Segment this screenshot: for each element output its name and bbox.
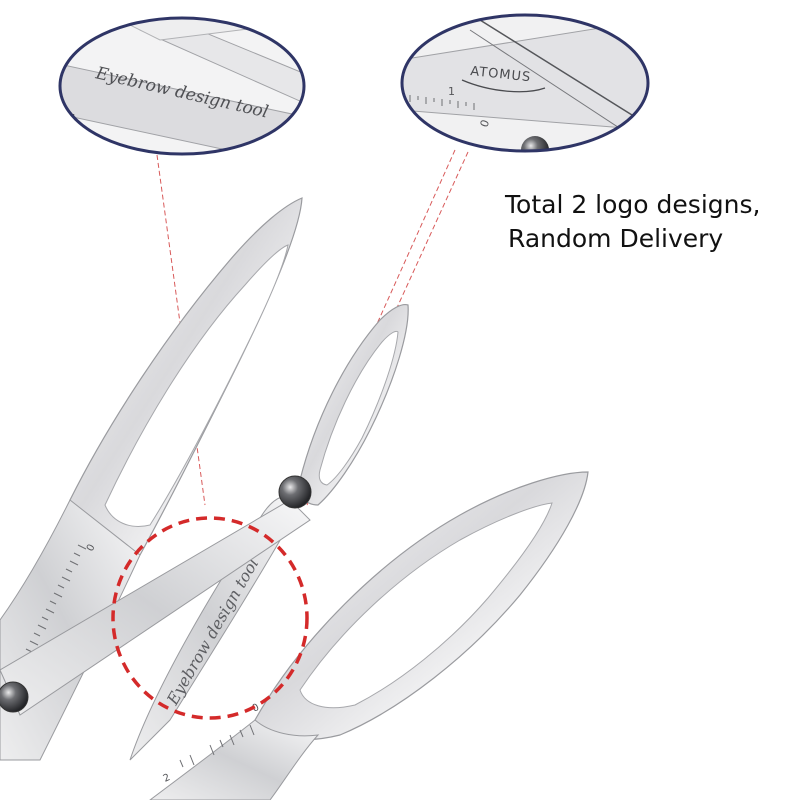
logo-arm xyxy=(129,495,301,761)
upper-tool-tick-0: 0 xyxy=(85,543,98,554)
brand-logo-swoosh xyxy=(461,79,546,93)
small-loop-hole xyxy=(318,330,399,486)
upper-tool-loop-hole xyxy=(104,244,289,527)
lower-tool: 2 0 xyxy=(149,471,589,800)
zoom-right-tick-a: 1 xyxy=(448,85,455,98)
lower-tool-ruler-ticks xyxy=(179,724,255,768)
zoom-right-tick-b: 0 xyxy=(478,118,493,129)
zoom-circle-script-logo: Eyebrow design tool 1 xyxy=(58,16,306,156)
zoom-left-ring xyxy=(58,16,306,156)
caption: Total 2 logo designs, Random Delivery xyxy=(505,188,795,256)
pivot-rivet-icon-lower xyxy=(0,681,29,713)
lower-tool-tick-2: 2 xyxy=(162,772,172,785)
caption-line-2: Random Delivery xyxy=(508,224,724,253)
lower-tool-loop-hole xyxy=(299,502,553,709)
logo-highlight-circle xyxy=(111,516,309,720)
zoom-right-ring xyxy=(400,13,650,153)
caption-line-1: Total 2 logo designs, xyxy=(505,190,761,219)
lower-tool-tick-0: 0 xyxy=(251,702,261,715)
lower-tool-ruler-arm xyxy=(149,719,320,800)
pivot-rivet-icon xyxy=(278,475,312,509)
zoom-right-brand-engraving: ATOMUS xyxy=(470,64,532,85)
zoom-circle-brand-logo: ATOMUS 1 0 xyxy=(400,13,650,153)
